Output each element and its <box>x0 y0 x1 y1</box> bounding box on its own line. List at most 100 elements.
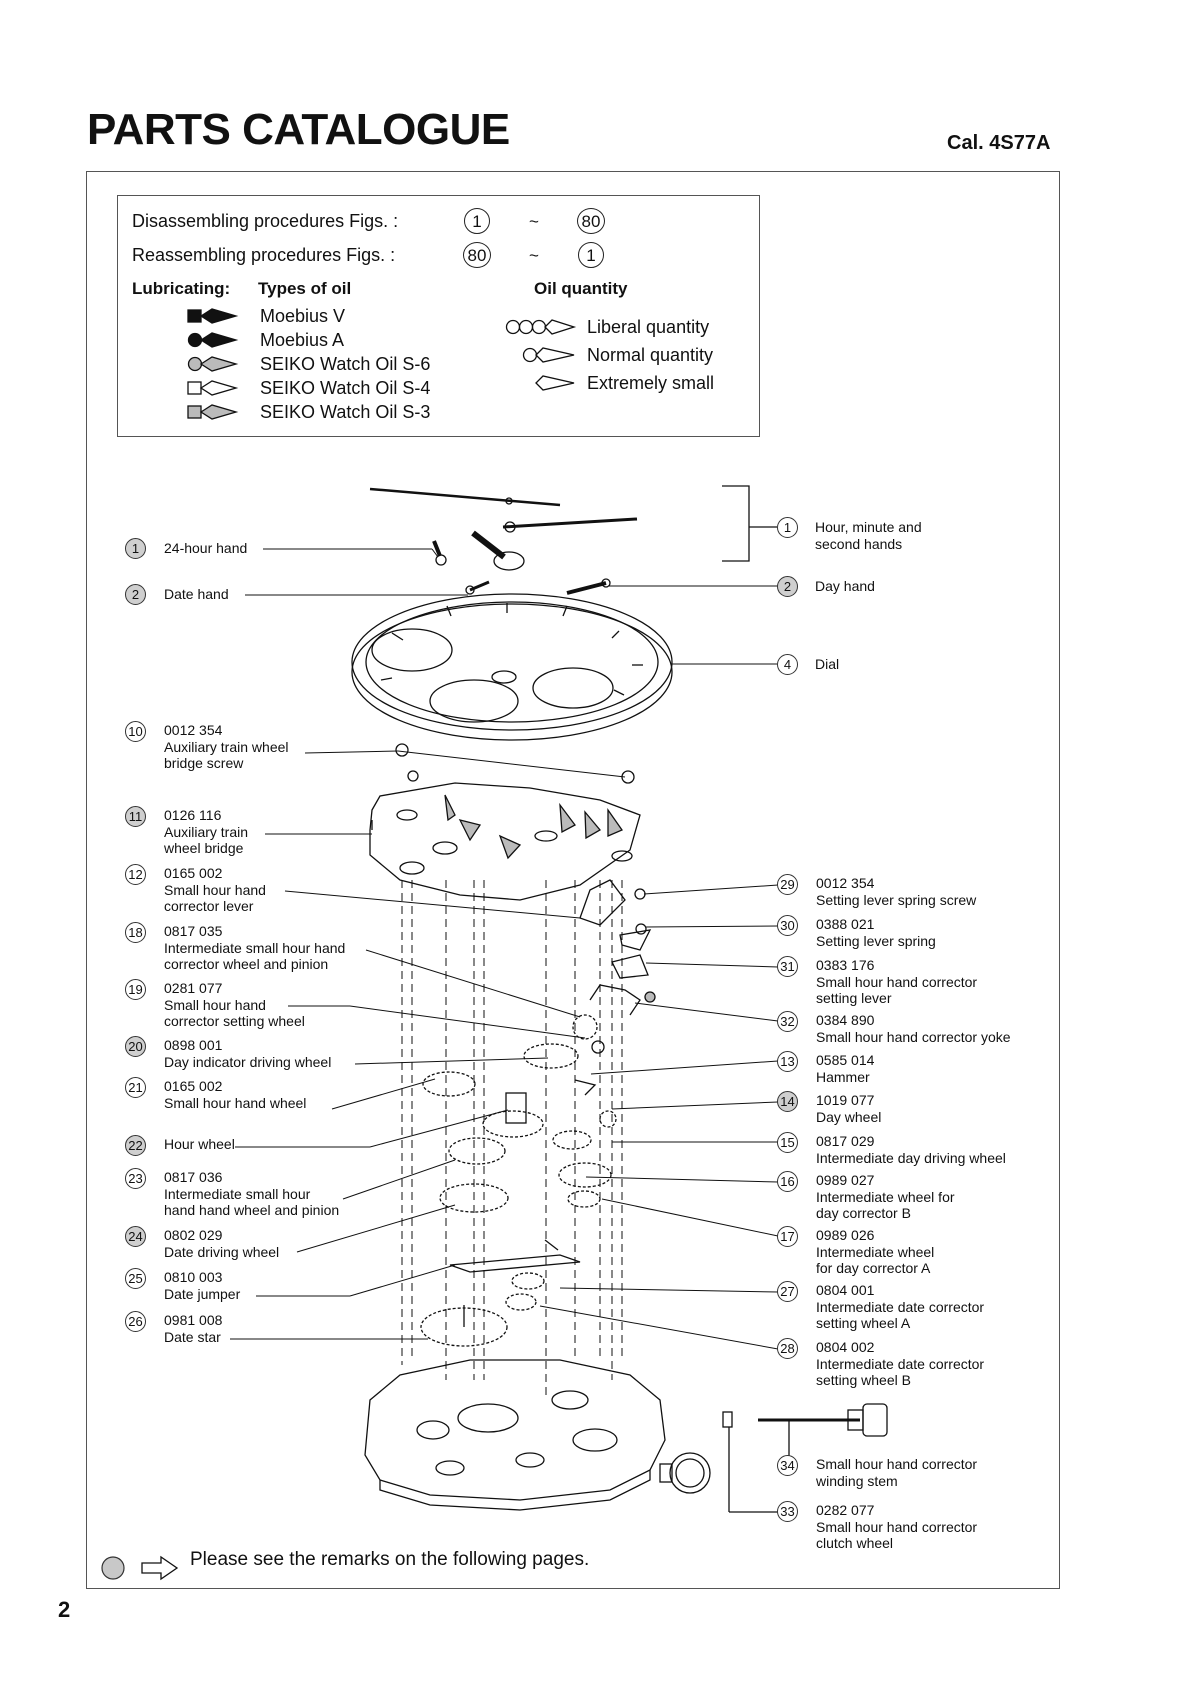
part-badge-24: 24 <box>125 1226 146 1247</box>
quantity-liberal: Liberal quantity <box>587 317 710 337</box>
quantity-liberal-icon <box>505 319 577 335</box>
wheel-parts <box>420 1014 617 1347</box>
part-label-16: 0989 027 Intermediate wheel for day corr… <box>816 1172 955 1221</box>
oil-symbol-s3-icon <box>187 404 239 420</box>
part-badge-4: 4 <box>777 654 798 675</box>
oil-symbol-s6-icon <box>187 356 239 372</box>
part-badge-16: 16 <box>777 1171 798 1192</box>
oil-type-s6: SEIKO Watch Oil S-6 <box>260 354 431 374</box>
oil-type-s4: SEIKO Watch Oil S-4 <box>260 378 431 398</box>
disassembling-from: 1 <box>464 208 490 234</box>
part-badge-30: 30 <box>777 915 798 936</box>
page-title: PARTS CATALOGUE <box>87 105 510 154</box>
remark-text: Please see the remarks on the following … <box>190 1549 590 1570</box>
part-badge-left-1: 1 <box>125 538 146 559</box>
types-of-oil-label: Types of oil <box>258 279 352 298</box>
part-badge-31: 31 <box>777 956 798 977</box>
remark-marker-icon <box>101 1556 125 1580</box>
quantity-normal: Normal quantity <box>587 345 714 365</box>
catalogue-frame <box>86 171 1060 1589</box>
part-label-30: 0388 021 Setting lever spring <box>816 916 936 949</box>
oil-symbol-moebius-v-icon <box>187 308 239 324</box>
part-label-19: 0281 077 Small hour hand corrector setti… <box>164 980 305 1029</box>
winding-stem-illustration <box>722 1403 888 1513</box>
part-badge-25: 25 <box>125 1268 146 1289</box>
part-label-hands: Hour, minute and second hands <box>815 519 922 552</box>
remark-arrow-icon <box>141 1555 179 1581</box>
part-badge-10: 10 <box>125 721 146 742</box>
movement-illustration <box>364 1359 711 1511</box>
part-label-29: 0012 354 Setting lever spring screw <box>816 875 977 908</box>
left-leader-lines <box>230 548 626 1340</box>
part-badge-14: 14 <box>777 1091 798 1112</box>
part-badge-23: 23 <box>125 1168 146 1189</box>
part-badge-15: 15 <box>777 1132 798 1153</box>
range-separator: ~ <box>529 212 539 231</box>
part-badge-17: 17 <box>777 1226 798 1247</box>
part-label-18: 0817 035 Intermediate small hour hand co… <box>164 923 346 972</box>
right-leader-lines <box>539 585 779 1350</box>
oil-symbol-moebius-a-icon <box>187 332 239 348</box>
part-label-32: 0384 890 Small hour hand corrector yoke <box>816 1012 1011 1045</box>
part-badge-26: 26 <box>125 1311 146 1332</box>
part-badge-12: 12 <box>125 864 146 885</box>
part-badge-27: 27 <box>777 1281 798 1302</box>
part-label-date-hand: Date hand <box>164 586 229 602</box>
range-separator: ~ <box>529 246 539 265</box>
part-label-33: 0282 077 Small hour hand corrector clutc… <box>816 1502 978 1551</box>
guide-lines <box>401 880 623 1400</box>
disassembling-label: Disassembling procedures Figs. : <box>132 211 399 231</box>
part-label-dial: Dial <box>815 656 840 672</box>
part-badge-right-1: 1 <box>777 517 798 538</box>
part-label-21: 0165 002 Small hour hand wheel <box>164 1078 307 1111</box>
part-badge-19: 19 <box>125 979 146 1000</box>
reassembling-label: Reassembling procedures Figs. : <box>132 245 396 265</box>
quantity-extremely-small: Extremely small <box>587 373 715 393</box>
quantity-small-icon <box>535 375 575 391</box>
legend-box <box>117 195 760 437</box>
oil-quantity-label: Oil quantity <box>534 279 628 298</box>
part-badge-34: 34 <box>777 1455 798 1476</box>
part-label-26: 0981 008 Date star <box>164 1312 223 1345</box>
part-badge-left-2: 2 <box>125 584 146 605</box>
oil-symbol-s4-icon <box>187 380 239 396</box>
part-badge-13: 13 <box>777 1051 798 1072</box>
part-badge-33: 33 <box>777 1501 798 1522</box>
disassembling-to: 80 <box>577 208 605 234</box>
page-number: 2 <box>58 1597 71 1622</box>
part-label-24: 0802 029 Date driving wheel <box>164 1227 280 1260</box>
reassembling-from: 80 <box>463 242 491 268</box>
part-label-31: 0383 176 Small hour hand corrector setti… <box>816 957 978 1006</box>
part-label-14: 1019 077 Day wheel <box>816 1092 882 1125</box>
bridge-illustration <box>369 743 641 901</box>
part-badge-11: 11 <box>125 806 146 827</box>
part-label-23: 0817 036 Intermediate small hour hand ha… <box>164 1169 340 1218</box>
part-label-15: 0817 029 Intermediate day driving wheel <box>816 1133 1006 1166</box>
part-label-10: 0012 354 Auxiliary train wheel bridge sc… <box>164 722 289 771</box>
calibre-label: Cal. 4S77A <box>947 132 1051 154</box>
part-label-12: 0165 002 Small hour hand corrector lever <box>164 865 266 914</box>
part-label-17: 0989 026 Intermediate wheel for day corr… <box>816 1227 935 1276</box>
part-label-13: 0585 014 Hammer <box>816 1052 875 1085</box>
reassembling-to: 1 <box>578 242 604 268</box>
part-label-34: Small hour hand corrector winding stem <box>816 1456 978 1489</box>
oil-type-s3: SEIKO Watch Oil S-3 <box>260 402 431 422</box>
part-label-28: 0804 002 Intermediate date corrector set… <box>816 1339 985 1388</box>
part-badge-28: 28 <box>777 1338 798 1359</box>
part-badge-29: 29 <box>777 874 798 895</box>
part-label-22: Hour wheel <box>164 1136 235 1152</box>
part-label-24-hour-hand: 24-hour hand <box>164 540 248 556</box>
part-badge-21: 21 <box>125 1077 146 1098</box>
dial-illustration <box>351 593 673 741</box>
part-badge-20: 20 <box>125 1036 146 1057</box>
part-label-day-hand: Day hand <box>815 578 875 594</box>
oil-type-moebius-a: Moebius A <box>260 330 345 350</box>
lubricating-label: Lubricating: <box>132 279 231 298</box>
hands-illustration <box>369 485 777 595</box>
part-label-25: 0810 003 Date jumper <box>164 1269 241 1302</box>
oil-type-moebius-v: Moebius V <box>260 306 346 326</box>
part-label-11: 0126 116 Auxiliary train wheel bridge <box>164 807 249 856</box>
quantity-normal-icon <box>522 347 575 363</box>
setting-lever-parts <box>579 879 656 1016</box>
